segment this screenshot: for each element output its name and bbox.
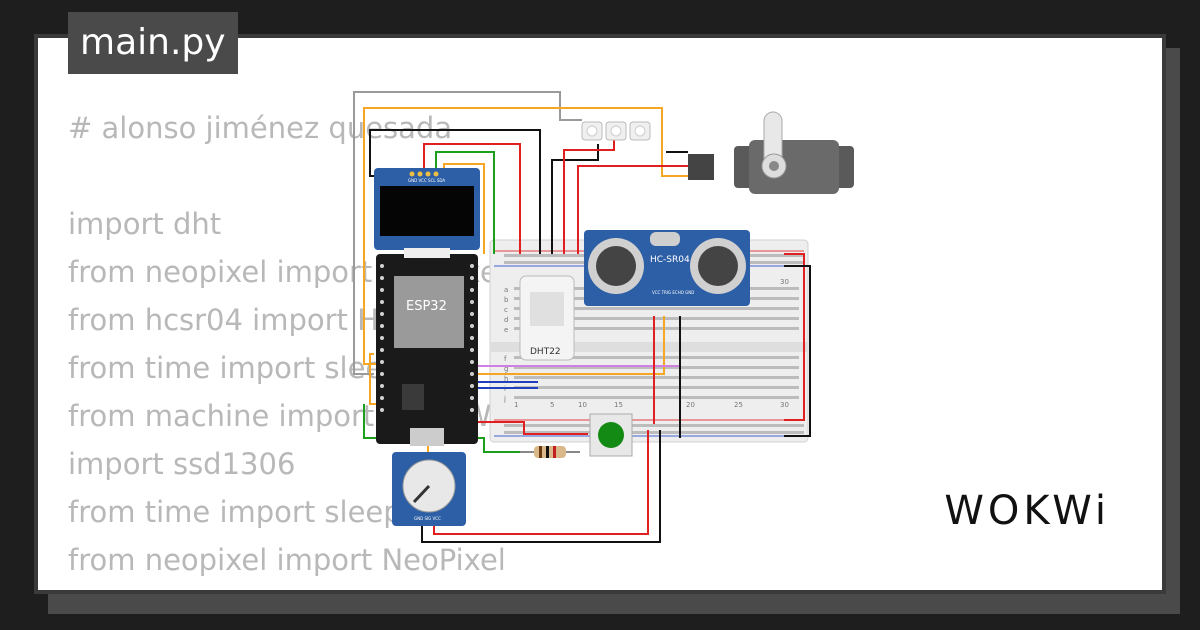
row-letter: e [504, 326, 508, 334]
row-letter: f [504, 355, 507, 363]
preview-card: # alonso jiménez quesada import dht from… [34, 34, 1166, 594]
oled-display: GND VCC SCL SDA [374, 168, 480, 250]
row-letter: d [504, 316, 508, 324]
potentiometer: GND SIG VCC [392, 452, 466, 526]
circuit-diagram: a b c d e f g h i j 1 5 10 15 20 25 30 3… [353, 91, 854, 543]
wokwi-logo: WOKWi [944, 488, 1110, 534]
row-letter: a [504, 286, 508, 294]
row-letter: j [503, 395, 506, 403]
column-number: 20 [686, 401, 695, 409]
esp32-label: ESP32 [406, 299, 447, 314]
oled-pin-labels: GND VCC SCL SDA [408, 178, 445, 183]
code-line: from neopixel import NeoPixel [68, 543, 506, 577]
wires [353, 91, 811, 543]
column-number: 30 [780, 401, 789, 409]
esp32-board: ESP32 [376, 248, 478, 446]
row-letter: g [504, 365, 508, 373]
column-number: 10 [578, 401, 587, 409]
code-line: # alonso jiménez quesada [68, 111, 453, 145]
column-number: 30 [780, 278, 789, 286]
row-letter: b [504, 296, 509, 304]
row-letter: h [504, 375, 508, 383]
file-tab[interactable]: main.py [68, 12, 238, 74]
code-line: import ssd1306 [68, 447, 296, 481]
column-number: 5 [550, 401, 554, 409]
dht22-label: DHT22 [530, 347, 561, 357]
column-number: 15 [614, 401, 623, 409]
ultrasonic-pin-labels: VCC TRIG ECHO GND [652, 290, 694, 295]
code-line: from time import sleep [68, 495, 402, 529]
code-line: import dht [68, 207, 222, 241]
servo-motor [688, 111, 854, 194]
row-letter: c [504, 306, 508, 314]
dht22-sensor: DHT22 [519, 275, 575, 361]
column-number: 1 [514, 401, 518, 409]
ultrasonic-label: HC-SR04 [650, 255, 690, 265]
push-button [589, 413, 633, 457]
pot-pin-labels: GND SIG VCC [414, 516, 441, 521]
column-number: 25 [734, 401, 743, 409]
resistor [520, 446, 580, 458]
ultrasonic-sensor: HC-SR04 VCC TRIG ECHO GND [584, 230, 750, 306]
neopixel-strip [581, 121, 651, 141]
